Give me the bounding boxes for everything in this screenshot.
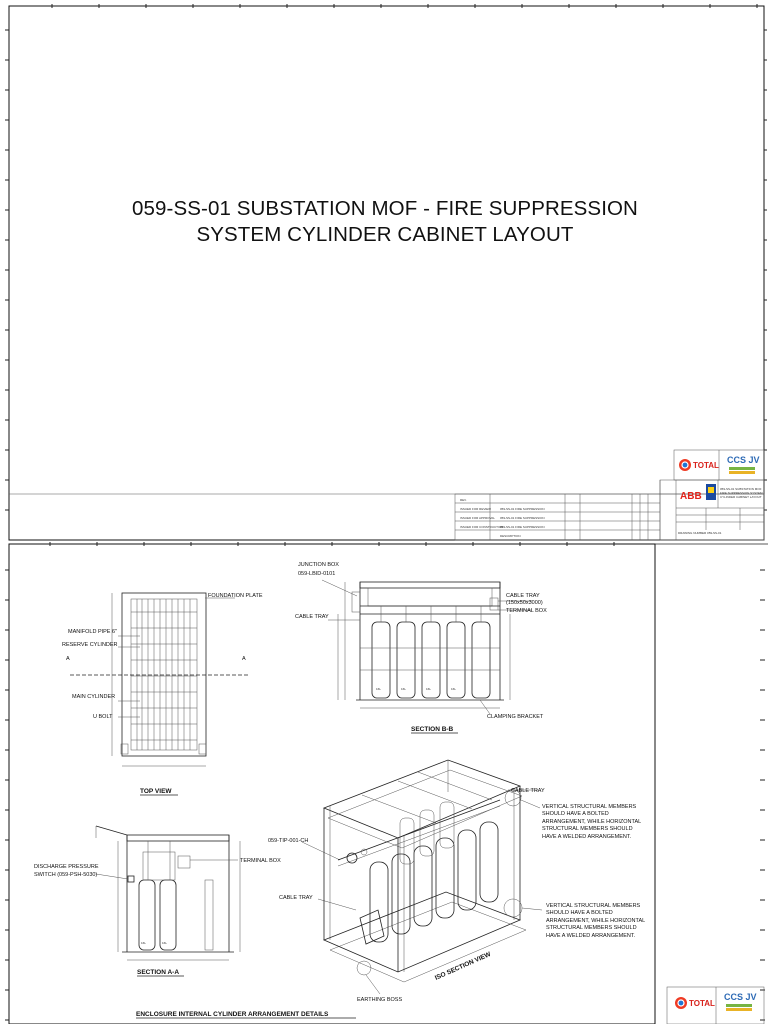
svg-text:059-SS-01 FIRE SUPPRESSION: 059-SS-01 FIRE SUPPRESSION xyxy=(500,525,545,529)
svg-text:STRUCTURAL MEMBERS SHOULD: STRUCTURAL MEMBERS SHOULD xyxy=(546,925,637,931)
section-aa-leaders xyxy=(95,841,357,911)
ccs-jv-logo-sheet2: CCS JV xyxy=(724,992,757,1011)
svg-text:ARRANGEMENT, WHILE HORIZONTAL: ARRANGEMENT, WHILE HORIZONTAL xyxy=(546,918,645,924)
top-view-drawing xyxy=(70,592,248,767)
iso-section-drawing xyxy=(322,759,527,983)
label-discharge-pressure: DISCHARGE PRESSURE xyxy=(34,864,99,870)
sheet-2-side-ruler xyxy=(5,569,765,1021)
title-block: REV. ISSUED FOR REVIEW ISSUED FOR APPROV… xyxy=(454,479,765,541)
cylinder-label-bb-1: 16L xyxy=(376,687,381,691)
label-pressure-switch-tag: SWITCH (059-PSH-5030) xyxy=(34,872,97,878)
svg-text:ISSUED FOR APPROVAL: ISSUED FOR APPROVAL xyxy=(460,516,495,520)
sheet-1-top-ruler xyxy=(51,4,758,8)
label-earthing-boss: EARTHING BOSS xyxy=(357,997,402,1003)
label-junction-box: JUNCTION BOX xyxy=(298,562,339,568)
svg-text:STRUCTURAL MEMBERS SHOULD: STRUCTURAL MEMBERS SHOULD xyxy=(542,826,633,832)
cylinder-label-bb-3: 16L xyxy=(426,687,431,691)
svg-text:REV.: REV. xyxy=(460,498,467,502)
drawing-title-line-2: SYSTEM CYLINDER CABINET LAYOUT xyxy=(196,223,574,246)
cylinder-label-aa-2: 16L xyxy=(162,941,167,945)
svg-text:059-SS-01 FIRE SUPPRESSION: 059-SS-01 FIRE SUPPRESSION xyxy=(500,516,545,520)
svg-text:SHOULD HAVE A BOLTED: SHOULD HAVE A BOLTED xyxy=(546,910,613,916)
sheet-2-top-ruler xyxy=(49,542,615,546)
total-logo-sheet2: TOTAL xyxy=(675,997,715,1009)
label-junction-box-tag: 059-LBID-0101 xyxy=(298,571,335,577)
svg-text:FIRE SUPPRESSION SYSTEM: FIRE SUPPRESSION SYSTEM xyxy=(720,491,763,495)
svg-text:ISSUED FOR REVIEW: ISSUED FOR REVIEW xyxy=(460,507,491,511)
sheet-2-border xyxy=(8,543,656,1024)
logo-box-sheet1 xyxy=(673,449,765,481)
svg-text:059-SS-01 SUBSTATION MOF: 059-SS-01 SUBSTATION MOF xyxy=(720,487,762,491)
drawing-title: 059-SS-01 SUBSTATION MOF - FIRE SUPPRESS… xyxy=(12,196,758,248)
section-a-marker-left: A xyxy=(66,656,70,662)
sheet-1: REV. ISSUED FOR REVIEW ISSUED FOR APPROV… xyxy=(5,4,767,541)
section-aa-drawing xyxy=(95,825,241,961)
svg-text:CCS JV: CCS JV xyxy=(727,455,760,465)
svg-text:SHOULD HAVE A BOLTED: SHOULD HAVE A BOLTED xyxy=(542,811,609,817)
label-cable-tray-bb-right: CABLE TRAY xyxy=(506,593,540,599)
svg-text:TOTAL: TOTAL xyxy=(689,999,715,1008)
label-cable-tray-iso-left: CABLE TRAY xyxy=(279,895,313,901)
section-bb-title: SECTION B-B xyxy=(411,726,454,733)
cylinder-label-bb-4: 16L xyxy=(451,687,456,691)
svg-text:VERTICAL STRUCTURAL MEMBERS: VERTICAL STRUCTURAL MEMBERS xyxy=(542,804,637,810)
svg-text:DRAWING NUMBER 059-SS-01: DRAWING NUMBER 059-SS-01 xyxy=(678,531,722,535)
svg-text:ABB: ABB xyxy=(680,491,702,502)
svg-text:VERTICAL STRUCTURAL MEMBERS: VERTICAL STRUCTURAL MEMBERS xyxy=(546,903,641,909)
cylinder-label-aa-1: 16L xyxy=(141,941,146,945)
logo-box-sheet2 xyxy=(666,986,765,1024)
note-2: VERTICAL STRUCTURAL MEMBERS SHOULD HAVE … xyxy=(546,903,645,939)
section-bb-drawing xyxy=(337,581,511,709)
iso-section-title: ISO SECTION VIEW xyxy=(434,951,493,982)
svg-text:CYLINDER CABINET LAYOUT: CYLINDER CABINET LAYOUT xyxy=(720,495,762,499)
sheet-2: A A FOUNDATION PLATE MANIFOLD PIPE 6" RE… xyxy=(5,542,768,1024)
svg-text:DESCRIPTION: DESCRIPTION xyxy=(500,534,521,538)
svg-text:HAVE A WELDED ARRANGEMENT.: HAVE A WELDED ARRANGEMENT. xyxy=(546,933,636,939)
label-terminal-box-bb: TERMINAL BOX xyxy=(506,608,547,614)
label-foundation-plate: FOUNDATION PLATE xyxy=(208,593,263,599)
label-main-cylinder: MAIN CYLINDER xyxy=(72,694,115,700)
label-cable-tray-iso: CABLE TRAY xyxy=(511,788,545,794)
drawing-title-line-1: 059-SS-01 SUBSTATION MOF - FIRE SUPPRESS… xyxy=(132,197,638,220)
top-view-leaders xyxy=(118,597,235,718)
sheet-1-side-ruler xyxy=(5,29,767,511)
note-1: VERTICAL STRUCTURAL MEMBERS SHOULD HAVE … xyxy=(542,804,641,840)
label-u-bolt: U BOLT xyxy=(93,714,113,720)
ccs-jv-logo: CCS JV xyxy=(727,455,760,474)
svg-text:ISSUED FOR CONSTRUCTION: ISSUED FOR CONSTRUCTION xyxy=(460,525,503,529)
total-logo: TOTAL xyxy=(679,459,719,471)
svg-text:CCS JV: CCS JV xyxy=(724,992,757,1002)
drawing-sheet-title: ENCLOSURE INTERNAL CYLINDER ARRANGEMENT … xyxy=(136,1011,329,1018)
label-terminal-box-aa: TERMINAL BOX xyxy=(240,858,281,864)
svg-text:059-SS-01 FIRE SUPPRESSION: 059-SS-01 FIRE SUPPRESSION xyxy=(500,507,545,511)
label-reserve-cylinder: RESERVE CYLINDER xyxy=(62,642,118,648)
top-view-title: TOP VIEW xyxy=(140,788,172,795)
svg-text:ARRANGEMENT, WHILE HORIZONTAL: ARRANGEMENT, WHILE HORIZONTAL xyxy=(542,819,641,825)
section-a-marker-right: A xyxy=(242,656,246,662)
cylinder-label-bb-2: 16L xyxy=(401,687,406,691)
iso-leaders xyxy=(365,789,543,995)
label-tip-tag: 059-TIP-001-CH xyxy=(268,838,308,844)
label-clamping-bracket: CLAMPING BRACKET xyxy=(487,714,544,720)
section-bb-leaders xyxy=(321,579,532,715)
sheet-1-border xyxy=(8,5,765,541)
svg-text:HAVE A WELDED ARRANGEMENT.: HAVE A WELDED ARRANGEMENT. xyxy=(542,834,632,840)
label-manifold-pipe: MANIFOLD PIPE 6" xyxy=(68,629,117,635)
svg-text:TOTAL: TOTAL xyxy=(693,461,719,470)
label-cable-tray-bb-left: CABLE TRAY xyxy=(295,614,329,620)
label-cable-tray-size: (150x50x3000) xyxy=(506,600,543,606)
section-aa-title: SECTION A-A xyxy=(137,969,179,976)
abb-logo: ABB xyxy=(680,484,716,502)
